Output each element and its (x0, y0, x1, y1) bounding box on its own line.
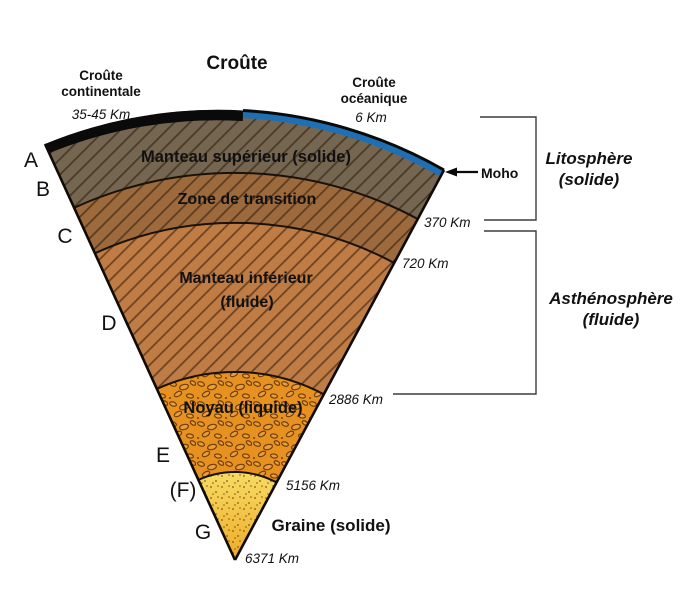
outer-core-label: Noyau (liquide) (183, 399, 302, 417)
depth-2886km: 2886 Km (328, 392, 383, 407)
inner-core-dot-texture (198, 471, 277, 560)
oceanic-crust-label-line1: Croûte (352, 75, 396, 90)
continental-crust-band (45, 109, 243, 154)
wedge-right-edge (233, 169, 446, 561)
diagram-title: Croûte (206, 53, 267, 74)
continental-crust-label-line2: continentale (61, 84, 141, 99)
oceanic-crust-top-line (242, 109, 445, 172)
marker-d: D (101, 312, 116, 335)
lithosphere-bracket (480, 116, 537, 221)
depth-720km: 720 Km (402, 256, 449, 271)
depth-5156km: 5156 Km (286, 478, 340, 493)
asthenosphere-bracket (393, 230, 537, 395)
lithosphere-label-line2: (solide) (559, 170, 620, 189)
continental-crust-thickness: 35-45 Km (72, 107, 131, 122)
boundary-370km (73, 171, 419, 220)
mantle-hatch-texture (45, 109, 444, 560)
wedge-left-edge (43, 143, 237, 561)
inner-core-label: Graine (solide) (271, 516, 390, 535)
boundary-2886km (156, 371, 325, 396)
oceanic-crust-label-line2: océanique (341, 91, 408, 106)
outer-core-blob-texture (156, 371, 324, 560)
asthenosphere-label-line2: (fluide) (583, 310, 640, 329)
oceanic-crust-band (242, 110, 444, 177)
marker-a: A (24, 149, 38, 172)
upper-mantle-label: Manteau supérieur (solide) (141, 148, 351, 166)
oceanic-crust-thickness: 6 Km (355, 110, 387, 125)
marker-f: (F) (170, 479, 197, 502)
marker-c: C (57, 225, 72, 248)
marker-b: B (36, 178, 50, 201)
transition-zone-label: Zone de transition (178, 191, 317, 208)
lithosphere-label-line1: Litosphère (546, 149, 633, 168)
depth-370km: 370 Km (424, 215, 471, 230)
marker-g: G (195, 521, 211, 544)
asthenosphere-label-line1: Asthénosphère (548, 289, 673, 308)
boundary-5156km (197, 470, 278, 484)
depth-6371km: 6371 Km (245, 551, 299, 566)
moho-arrow-head (445, 167, 457, 177)
boundary-720km (94, 221, 395, 264)
continental-crust-label-line1: Croûte (79, 68, 123, 83)
lower-mantle-label-line1: Manteau inférieur (179, 270, 312, 287)
lower-mantle-label-line2: (fluide) (220, 294, 273, 311)
moho-label: Moho (481, 165, 518, 181)
marker-e: E (156, 444, 170, 467)
